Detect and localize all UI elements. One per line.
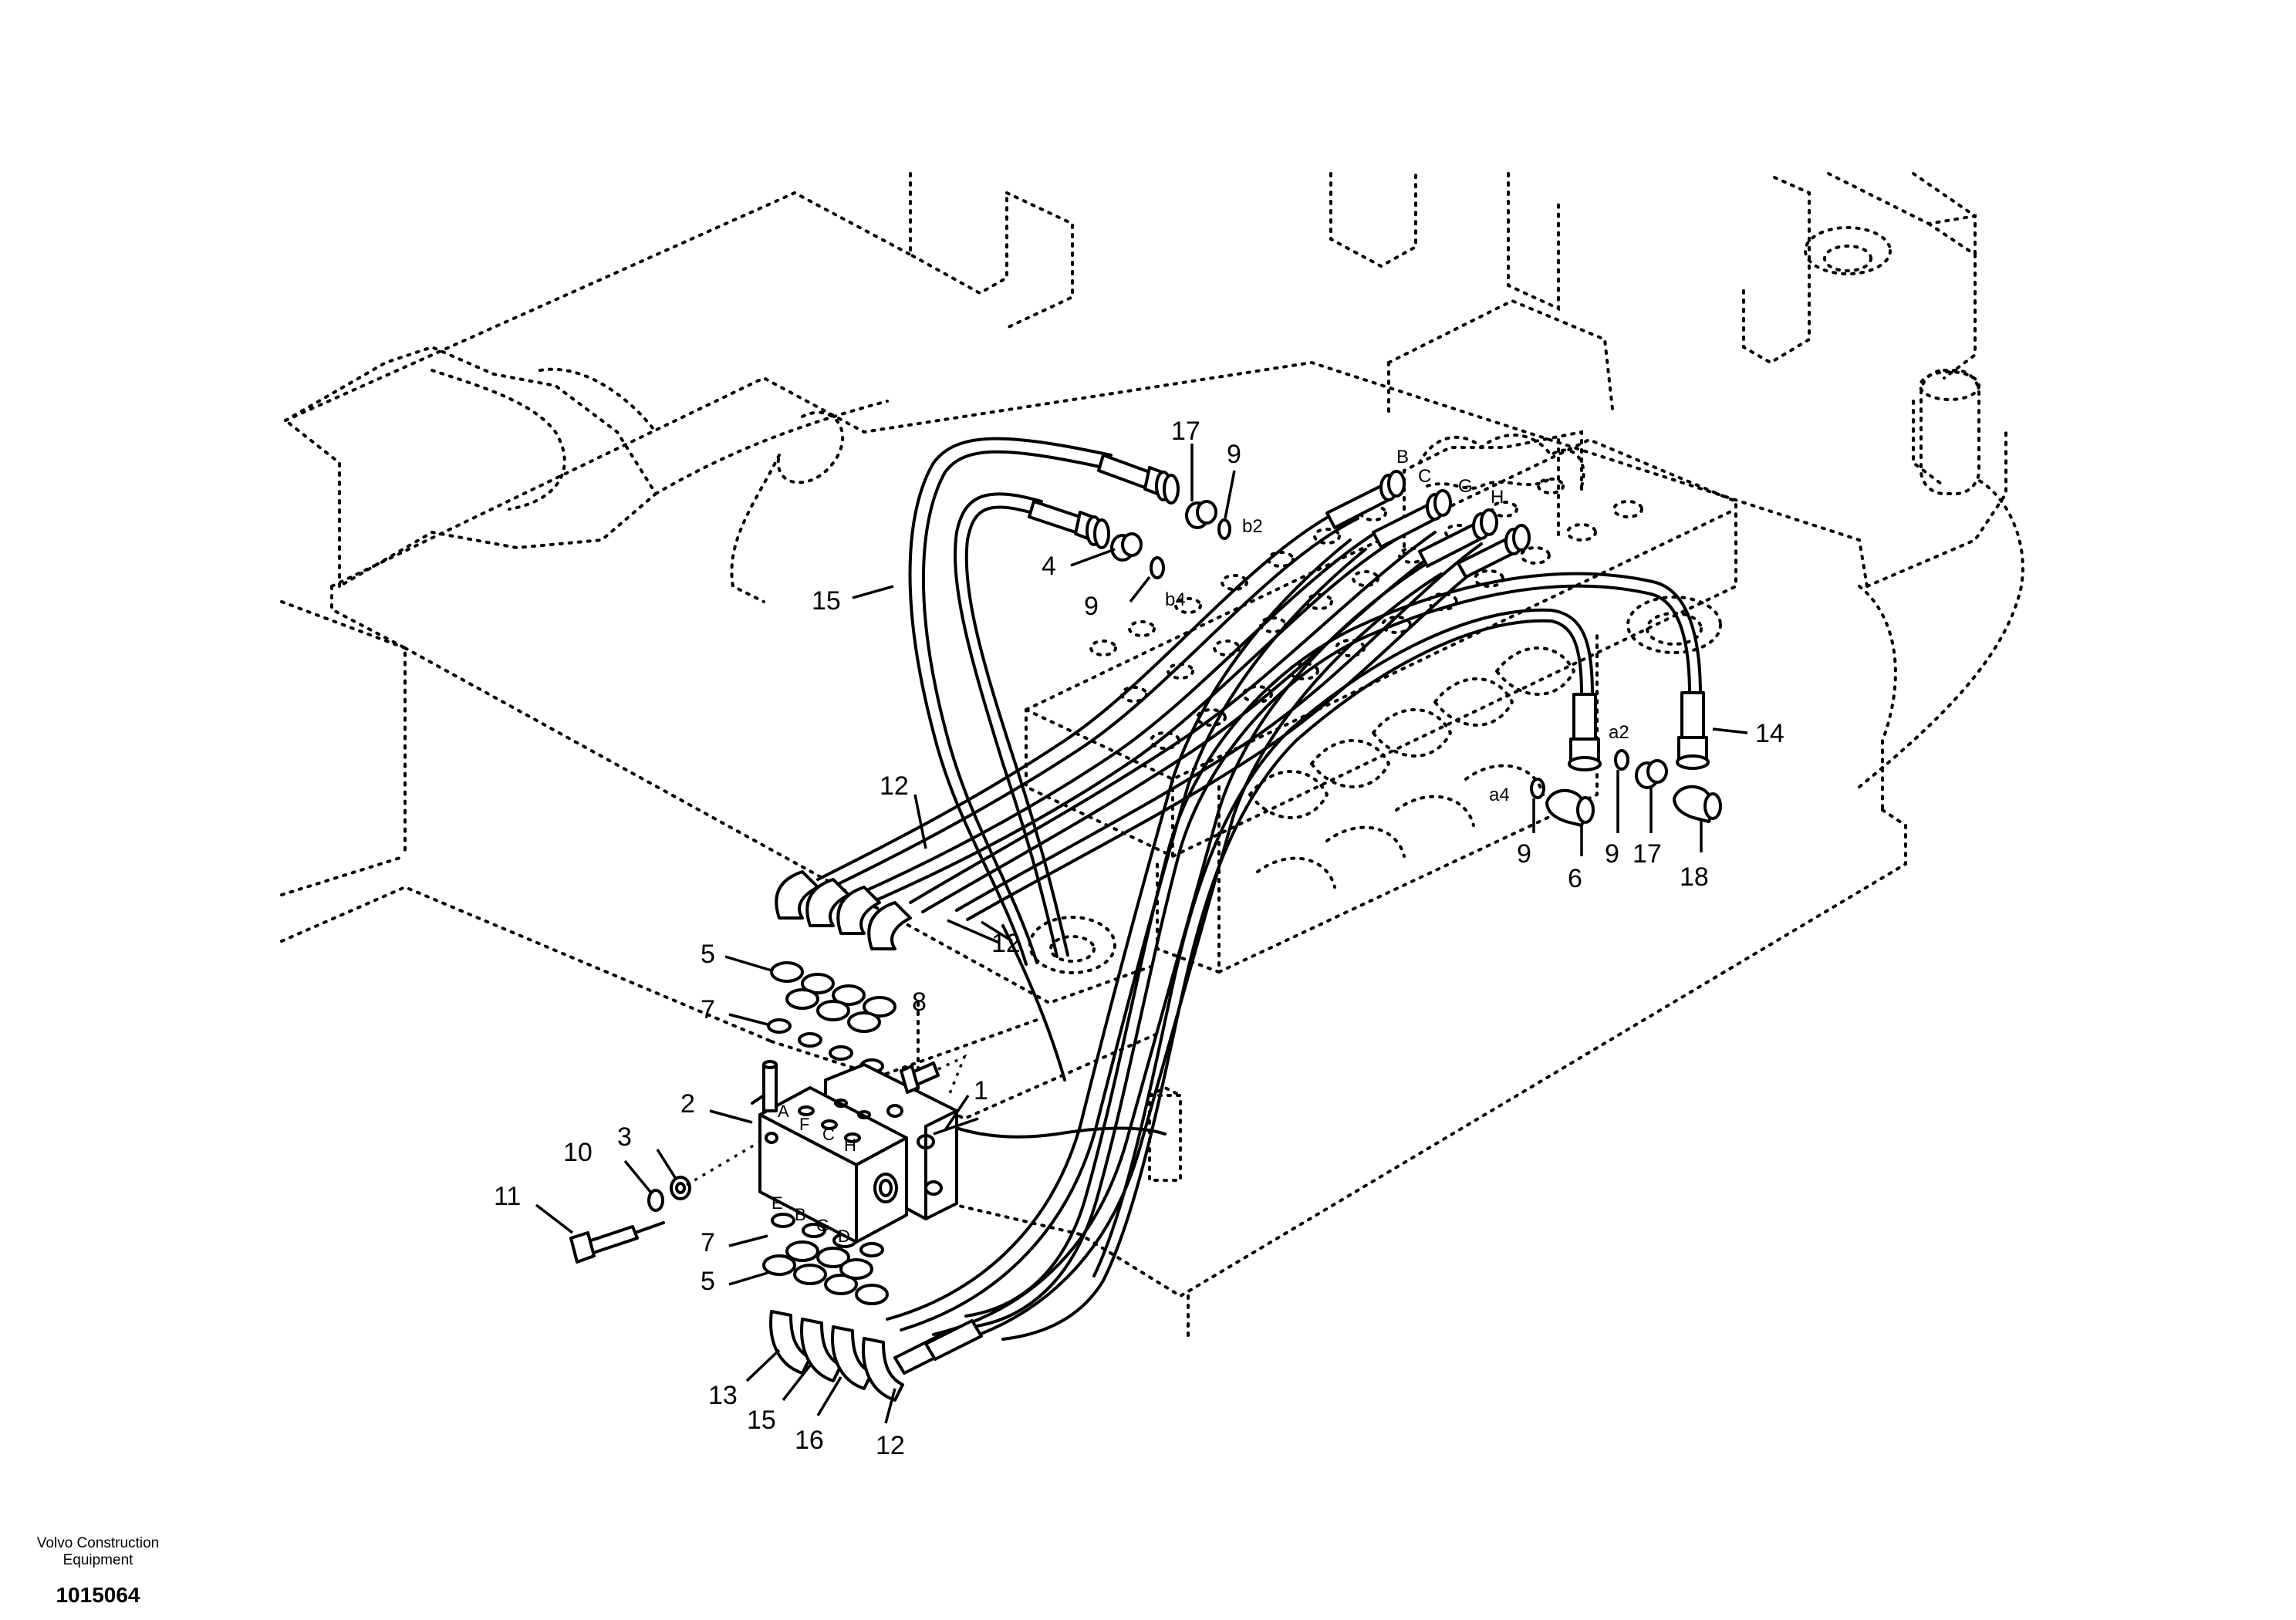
callout-12-bottom: 12 [876, 1431, 905, 1460]
callout-6: 6 [1568, 864, 1582, 893]
hose-14 [971, 584, 1691, 1328]
block-port-G: G [816, 1216, 829, 1235]
callout-4: 4 [1042, 552, 1056, 581]
block-port-C: C [822, 1125, 835, 1144]
machine-frame-outline [280, 172, 2024, 1344]
block-port-F: F [799, 1115, 809, 1134]
callout-16: 16 [795, 1426, 824, 1455]
hose-15 [908, 437, 1113, 966]
port-references: b2 b4 a2 a4 B C G H [1165, 447, 1629, 805]
manifold-block [751, 1060, 958, 1244]
nut-3 [670, 1176, 691, 1200]
hose-letter-H: H [1491, 487, 1504, 508]
hose-letter-C: C [1418, 466, 1431, 487]
callout-17-right: 17 [1633, 839, 1662, 869]
port-ref-a2: a2 [1609, 722, 1629, 743]
brand-line-1: Volvo Construction [36, 1535, 160, 1551]
callout-7-bottom: 7 [701, 1228, 715, 1257]
main-control-valve [1025, 430, 1737, 975]
port-ref-b4: b4 [1165, 589, 1186, 610]
callout-9-a2: 9 [1605, 839, 1619, 869]
callout-15-bottom: 15 [747, 1406, 776, 1435]
bolt-11 [585, 1225, 639, 1255]
callout-7-top: 7 [701, 995, 715, 1024]
hose-letter-B: B [1396, 447, 1409, 467]
block-port-B: B [795, 1205, 806, 1224]
callout-2: 2 [680, 1089, 695, 1119]
oring-9-top [1217, 518, 1231, 540]
callout-8: 8 [912, 987, 927, 1017]
hose-lines [816, 437, 1702, 1347]
callout-9-b4: 9 [1084, 592, 1099, 621]
brand-line-2: Equipment [62, 1552, 133, 1568]
callout-5-top: 5 [701, 940, 715, 969]
block-port-D: D [838, 1227, 850, 1246]
port-ref-b2: b2 [1242, 516, 1263, 537]
callout-9-a4: 9 [1517, 839, 1531, 869]
callout-12-right: 12 [991, 929, 1021, 958]
oring-9-a4 [1530, 778, 1545, 799]
oring-9-a2 [1614, 749, 1629, 771]
callout-11: 11 [494, 1182, 521, 1211]
document-number: 1015064 [56, 1583, 140, 1607]
hose-letter-G: G [1458, 476, 1473, 497]
oring-9-b4 [1150, 556, 1165, 579]
callout-13: 13 [708, 1381, 738, 1410]
callout-1: 1 [974, 1076, 988, 1105]
callout-17-top: 17 [1171, 417, 1200, 446]
valve-spools [1248, 646, 1576, 889]
block-port-A: A [778, 1102, 789, 1121]
washer-10 [647, 1189, 664, 1212]
callout-9-top: 9 [1227, 440, 1241, 469]
callout-12-mid: 12 [880, 771, 909, 801]
callout-18: 18 [1680, 862, 1709, 892]
port-ref-a4: a4 [1489, 785, 1510, 805]
leader-lines [535, 444, 1748, 1424]
callout-5-bottom: 5 [701, 1267, 715, 1296]
block-port-H: H [844, 1136, 856, 1155]
hose-end-fittings [762, 454, 1710, 1402]
publisher-footer: Volvo Construction Equipment 1015064 [17, 1535, 179, 1608]
callout-10: 10 [563, 1138, 593, 1167]
manifold-port-letters: A F C H E B G D [772, 1102, 856, 1246]
callout-15-top: 15 [812, 586, 841, 616]
callout-3: 3 [617, 1122, 632, 1152]
callout-numbers: 17 9 4 9 15 12 12 14 9 9 6 17 18 5 7 8 1… [494, 417, 1784, 1460]
callout-14: 14 [1755, 719, 1784, 748]
loose-hardware [569, 500, 1722, 1264]
block-port-E: E [772, 1193, 783, 1213]
